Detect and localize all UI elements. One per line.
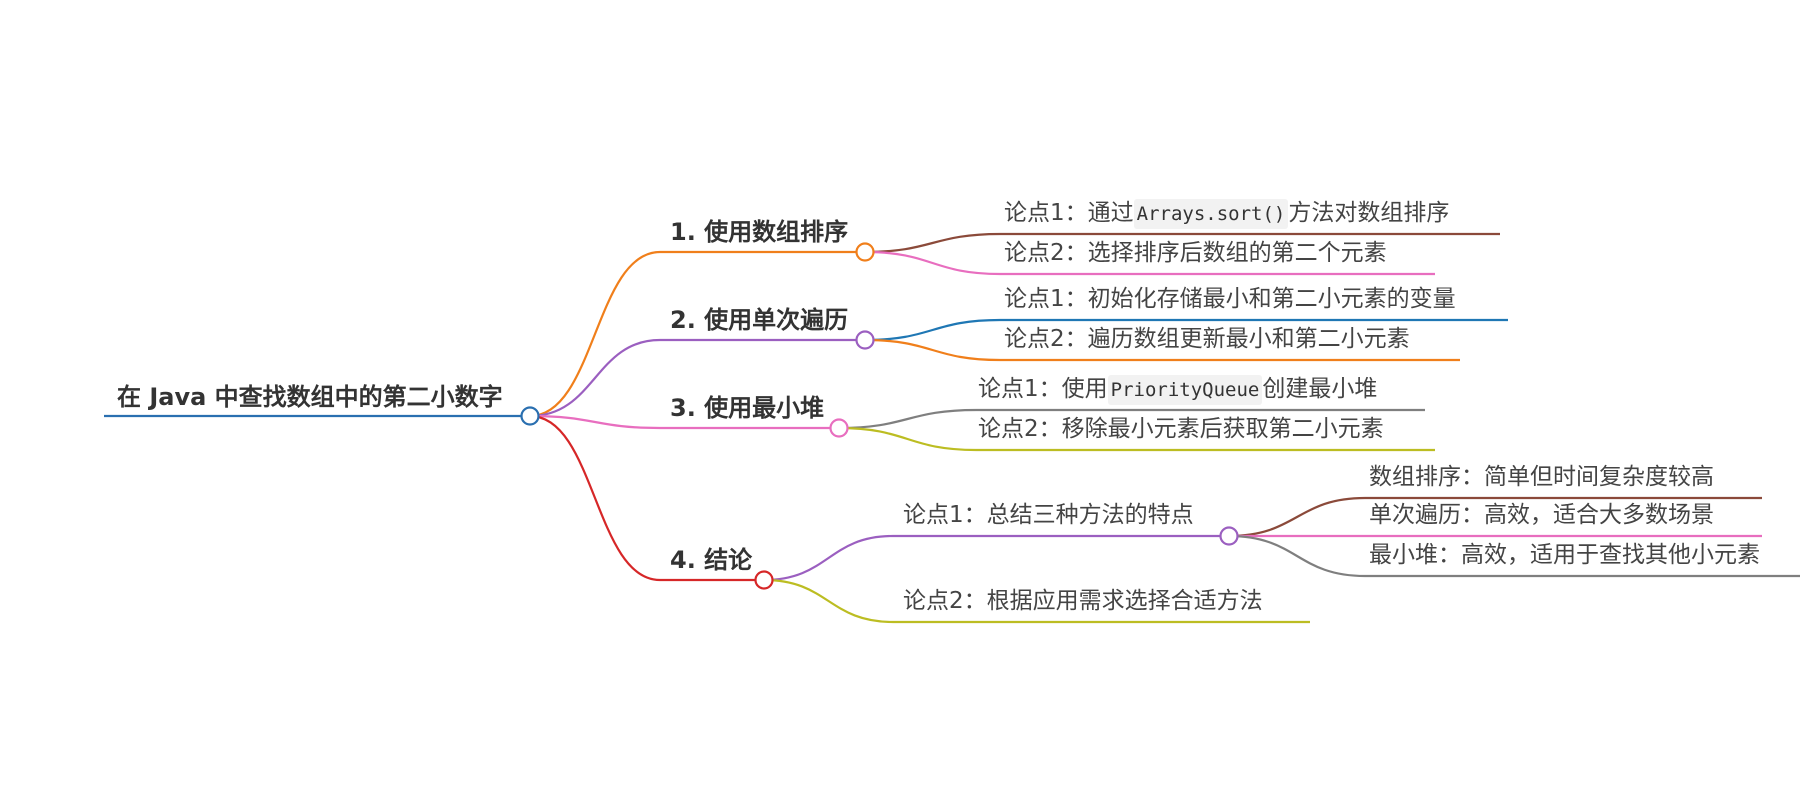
leaf-topic-1-1-suffix: 方法对数组排序	[1288, 200, 1450, 226]
leaf-connector-3-2	[838, 426, 977, 452]
branch-node-2[interactable]	[855, 330, 875, 350]
branch-topic-3-text: 3. 使用最小堆	[670, 394, 825, 422]
subleaf-connector-3	[1228, 534, 1366, 578]
branch-topic-1: 1. 使用数组排序	[670, 220, 848, 244]
leaf-connector-3-1	[838, 408, 977, 430]
branch-topic-4: 4. 结论	[670, 548, 752, 572]
root-topic: 在 Java 中查找数组中的第二小数字	[117, 385, 503, 409]
branch-node-3[interactable]	[829, 418, 849, 438]
leaf-topic-4-1-text: 论点1：总结三种方法的特点	[903, 502, 1194, 528]
leaf-topic-2-1-text: 论点1：初始化存储最小和第二小元素的变量	[1004, 286, 1456, 312]
subtopic-node[interactable]	[1219, 526, 1239, 546]
leaf-connector-1-1	[864, 232, 1001, 254]
subleaf-topic-1-text: 数组排序：简单但时间复杂度较高	[1369, 464, 1714, 490]
subleaf-topic-1: 数组排序：简单但时间复杂度较高	[1369, 466, 1714, 489]
subleaf-connector-1	[1228, 496, 1366, 538]
leaf-topic-1-2: 论点2：选择排序后数组的第二个元素	[1004, 242, 1387, 265]
subleaf-topic-2: 单次遍历：高效，适合大多数场景	[1369, 504, 1714, 527]
leaf-connector-2-2	[864, 338, 1001, 362]
leaf-topic-1-2-text: 论点2：选择排序后数组的第二个元素	[1004, 240, 1387, 266]
branch-connector-4	[529, 414, 661, 582]
branch-topic-2-text: 2. 使用单次遍历	[670, 306, 849, 334]
leaf-topic-3-2: 论点2：移除最小元素后获取第二小元素	[978, 418, 1384, 441]
leaf-topic-2-1: 论点1：初始化存储最小和第二小元素的变量	[1004, 288, 1456, 311]
branch-topic-2: 2. 使用单次遍历	[670, 308, 848, 332]
branch-topic-4-text: 4. 结论	[670, 546, 753, 574]
leaf-connector-1-2	[864, 250, 1001, 276]
leaf-topic-3-1-text: 论点1：使用	[978, 376, 1108, 402]
leaf-topic-2-2-text: 论点2：遍历数组更新最小和第二小元素	[1004, 326, 1410, 352]
leaf-topic-2-2: 论点2：遍历数组更新最小和第二小元素	[1004, 328, 1410, 351]
branch-connector-3	[529, 414, 661, 430]
leaf-connector-2-1	[864, 318, 1001, 342]
subleaf-topic-3-text: 最小堆：高效，适用于查找其他小元素	[1369, 542, 1760, 568]
leaf-connector-4-2	[763, 578, 894, 624]
leaf-topic-1-1-text: 论点1：通过	[1004, 200, 1134, 226]
subleaf-topic-2-text: 单次遍历：高效，适合大多数场景	[1369, 502, 1714, 528]
branch-connector-1	[529, 250, 661, 418]
leaf-topic-3-1-suffix: 创建最小堆	[1262, 376, 1378, 402]
branch-topic-3: 3. 使用最小堆	[670, 396, 824, 420]
leaf-topic-4-2: 论点2：根据应用需求选择合适方法	[903, 590, 1263, 613]
leaf-topic-3-2-text: 论点2：移除最小元素后获取第二小元素	[978, 416, 1384, 442]
leaf-topic-3-1-code: PriorityQueue	[1107, 375, 1263, 405]
root-topic-text: 在 Java 中查找数组中的第二小数字	[117, 383, 503, 411]
branch-node-1[interactable]	[855, 242, 875, 262]
branch-topic-1-text: 1. 使用数组排序	[670, 218, 849, 246]
branch-node-4[interactable]	[754, 570, 774, 590]
subleaf-topic-3: 最小堆：高效，适用于查找其他小元素	[1369, 544, 1760, 567]
root-node[interactable]	[520, 406, 540, 426]
branch-connector-2	[529, 338, 661, 418]
leaf-topic-1-1-code: Arrays.sort()	[1133, 199, 1289, 229]
leaf-topic-4-1: 论点1：总结三种方法的特点	[903, 504, 1194, 527]
leaf-topic-4-2-text: 论点2：根据应用需求选择合适方法	[903, 588, 1263, 614]
leaf-connector-4-1	[763, 534, 894, 582]
